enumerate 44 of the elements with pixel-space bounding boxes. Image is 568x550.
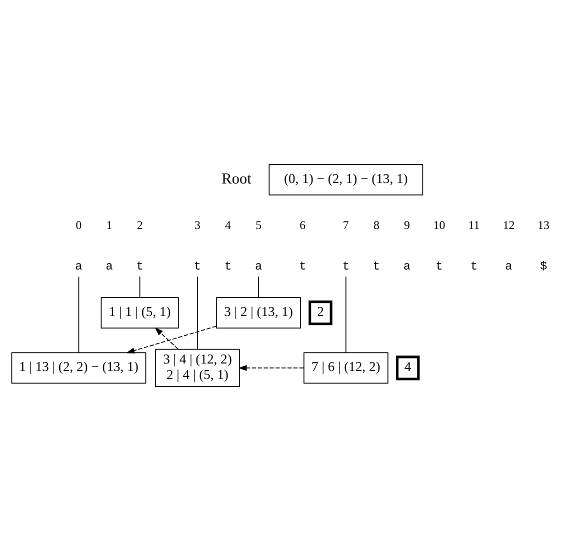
- label: a: [403, 259, 411, 274]
- node-text: a: [75, 259, 82, 274]
- label: 2: [136, 218, 143, 232]
- node-box: 3 | 4 | (12, 2) 2 | 4 | (5, 1): [155, 348, 240, 387]
- label: 3: [194, 218, 200, 232]
- label: 4: [225, 218, 231, 232]
- label: $: [540, 259, 548, 274]
- label: 11: [468, 218, 480, 232]
- connector: [78, 276, 80, 352]
- node-box: 1 | 13 | (2, 2) − (13, 1): [11, 352, 146, 384]
- label: 12: [502, 218, 515, 232]
- label: t: [436, 259, 443, 274]
- label: t: [299, 259, 306, 274]
- label: 13: [538, 218, 550, 232]
- label: 9: [404, 218, 410, 232]
- node-box: 1 | 1 | (5, 1): [100, 296, 179, 328]
- label: t: [372, 259, 380, 274]
- connector: [258, 276, 259, 298]
- label: 5: [256, 218, 262, 232]
- arrow: [154, 326, 178, 349]
- label: a: [106, 259, 113, 274]
- node-box: (0, 1) − (2, 1) − (13, 1): [268, 163, 424, 195]
- node-box: 7 | 6 | (12, 2): [304, 352, 388, 384]
- label: 8: [373, 218, 380, 232]
- node-label: Root: [222, 170, 252, 187]
- label: a: [505, 259, 512, 274]
- label: 7: [342, 218, 349, 232]
- label: 6: [300, 218, 306, 232]
- arrow: [126, 325, 217, 353]
- node-text: t: [194, 259, 202, 274]
- node-text: t: [342, 259, 350, 274]
- node-text: a: [254, 259, 262, 274]
- label: t: [470, 259, 478, 274]
- label: 10: [433, 218, 446, 232]
- label: t: [224, 259, 232, 274]
- node-box: 4: [396, 355, 420, 380]
- label: 0: [76, 218, 82, 232]
- label: 1: [106, 218, 112, 232]
- arrow: [238, 364, 304, 370]
- node-box: 3 | 2 | (13, 1): [216, 296, 301, 328]
- node-box: 2: [308, 300, 332, 325]
- connector: [139, 276, 140, 298]
- node-text: t: [136, 259, 144, 274]
- connector: [197, 276, 198, 350]
